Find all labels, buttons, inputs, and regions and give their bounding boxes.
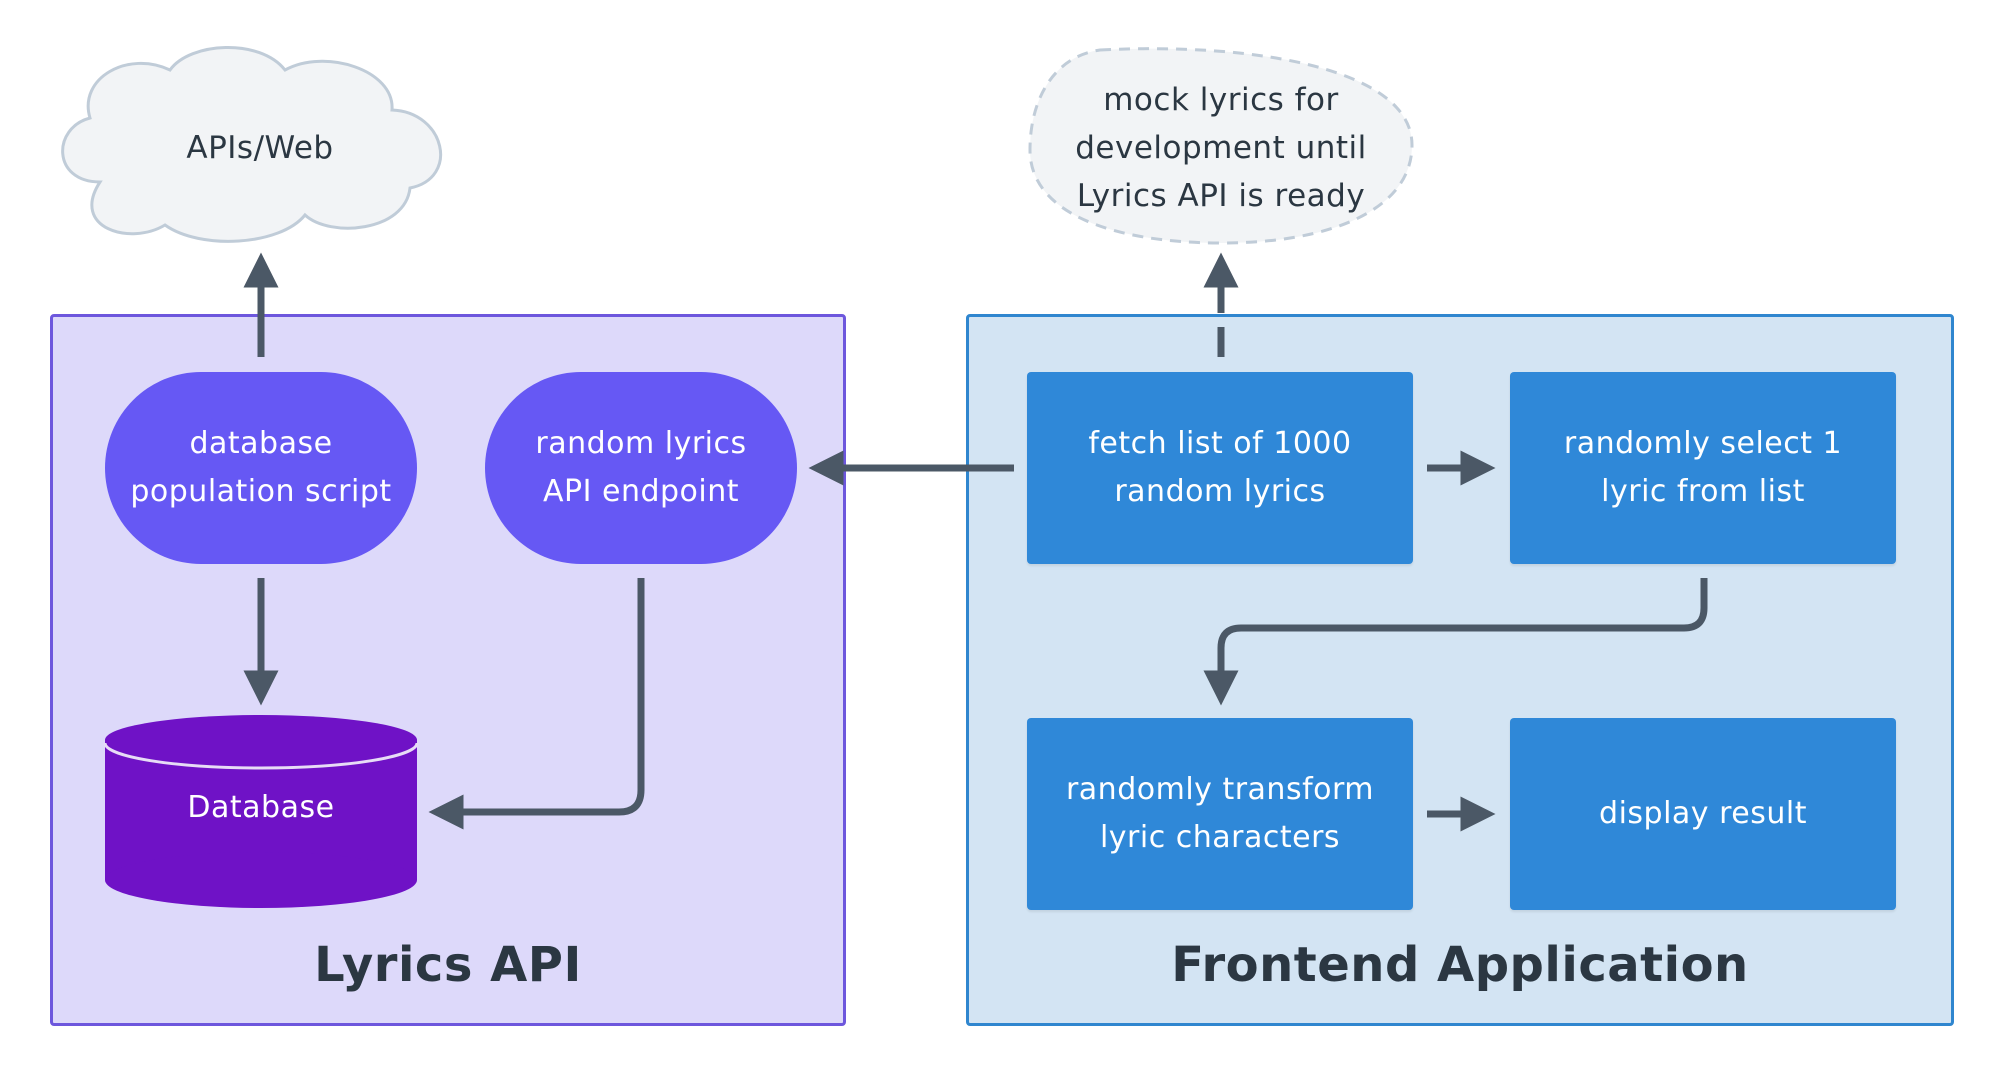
- database-population-script-node[interactable]: database population script: [105, 372, 417, 564]
- select-one-label: randomly select 1 lyric from list: [1563, 426, 1843, 509]
- frontend-group-title: Frontend Application: [1171, 937, 1749, 993]
- select-one-node[interactable]: randomly select 1 lyric from list: [1510, 372, 1896, 564]
- apis-web-label: APIs/Web: [186, 130, 334, 166]
- display-result-label: display result: [1599, 796, 1807, 831]
- fetch-list-node[interactable]: fetch list of 1000 random lyrics: [1027, 372, 1413, 564]
- fetch-list-label: fetch list of 1000 random lyrics: [1088, 426, 1352, 509]
- connector-select-to-transform: [1203, 578, 1708, 706]
- database-label: Database: [187, 790, 335, 825]
- lyrics-api-group-title: Lyrics API: [314, 937, 582, 993]
- connector-endpoint-to-database: [428, 578, 645, 830]
- mock-lyrics-cloud-icon: [1028, 47, 1414, 245]
- transform-characters-label: randomly transform lyric characters: [1065, 772, 1375, 855]
- random-lyrics-endpoint-node[interactable]: random lyrics API endpoint: [485, 372, 797, 564]
- database-population-script-label: database population script: [130, 426, 392, 509]
- display-result-node[interactable]: display result: [1510, 718, 1896, 910]
- database-cylinder-icon: [103, 715, 419, 908]
- mock-lyrics-label: mock lyrics for development until Lyrics…: [1075, 82, 1367, 214]
- random-lyrics-endpoint-label: random lyrics API endpoint: [535, 426, 747, 509]
- transform-characters-node[interactable]: randomly transform lyric characters: [1027, 718, 1413, 910]
- apis-web-cloud-icon: [61, 46, 443, 243]
